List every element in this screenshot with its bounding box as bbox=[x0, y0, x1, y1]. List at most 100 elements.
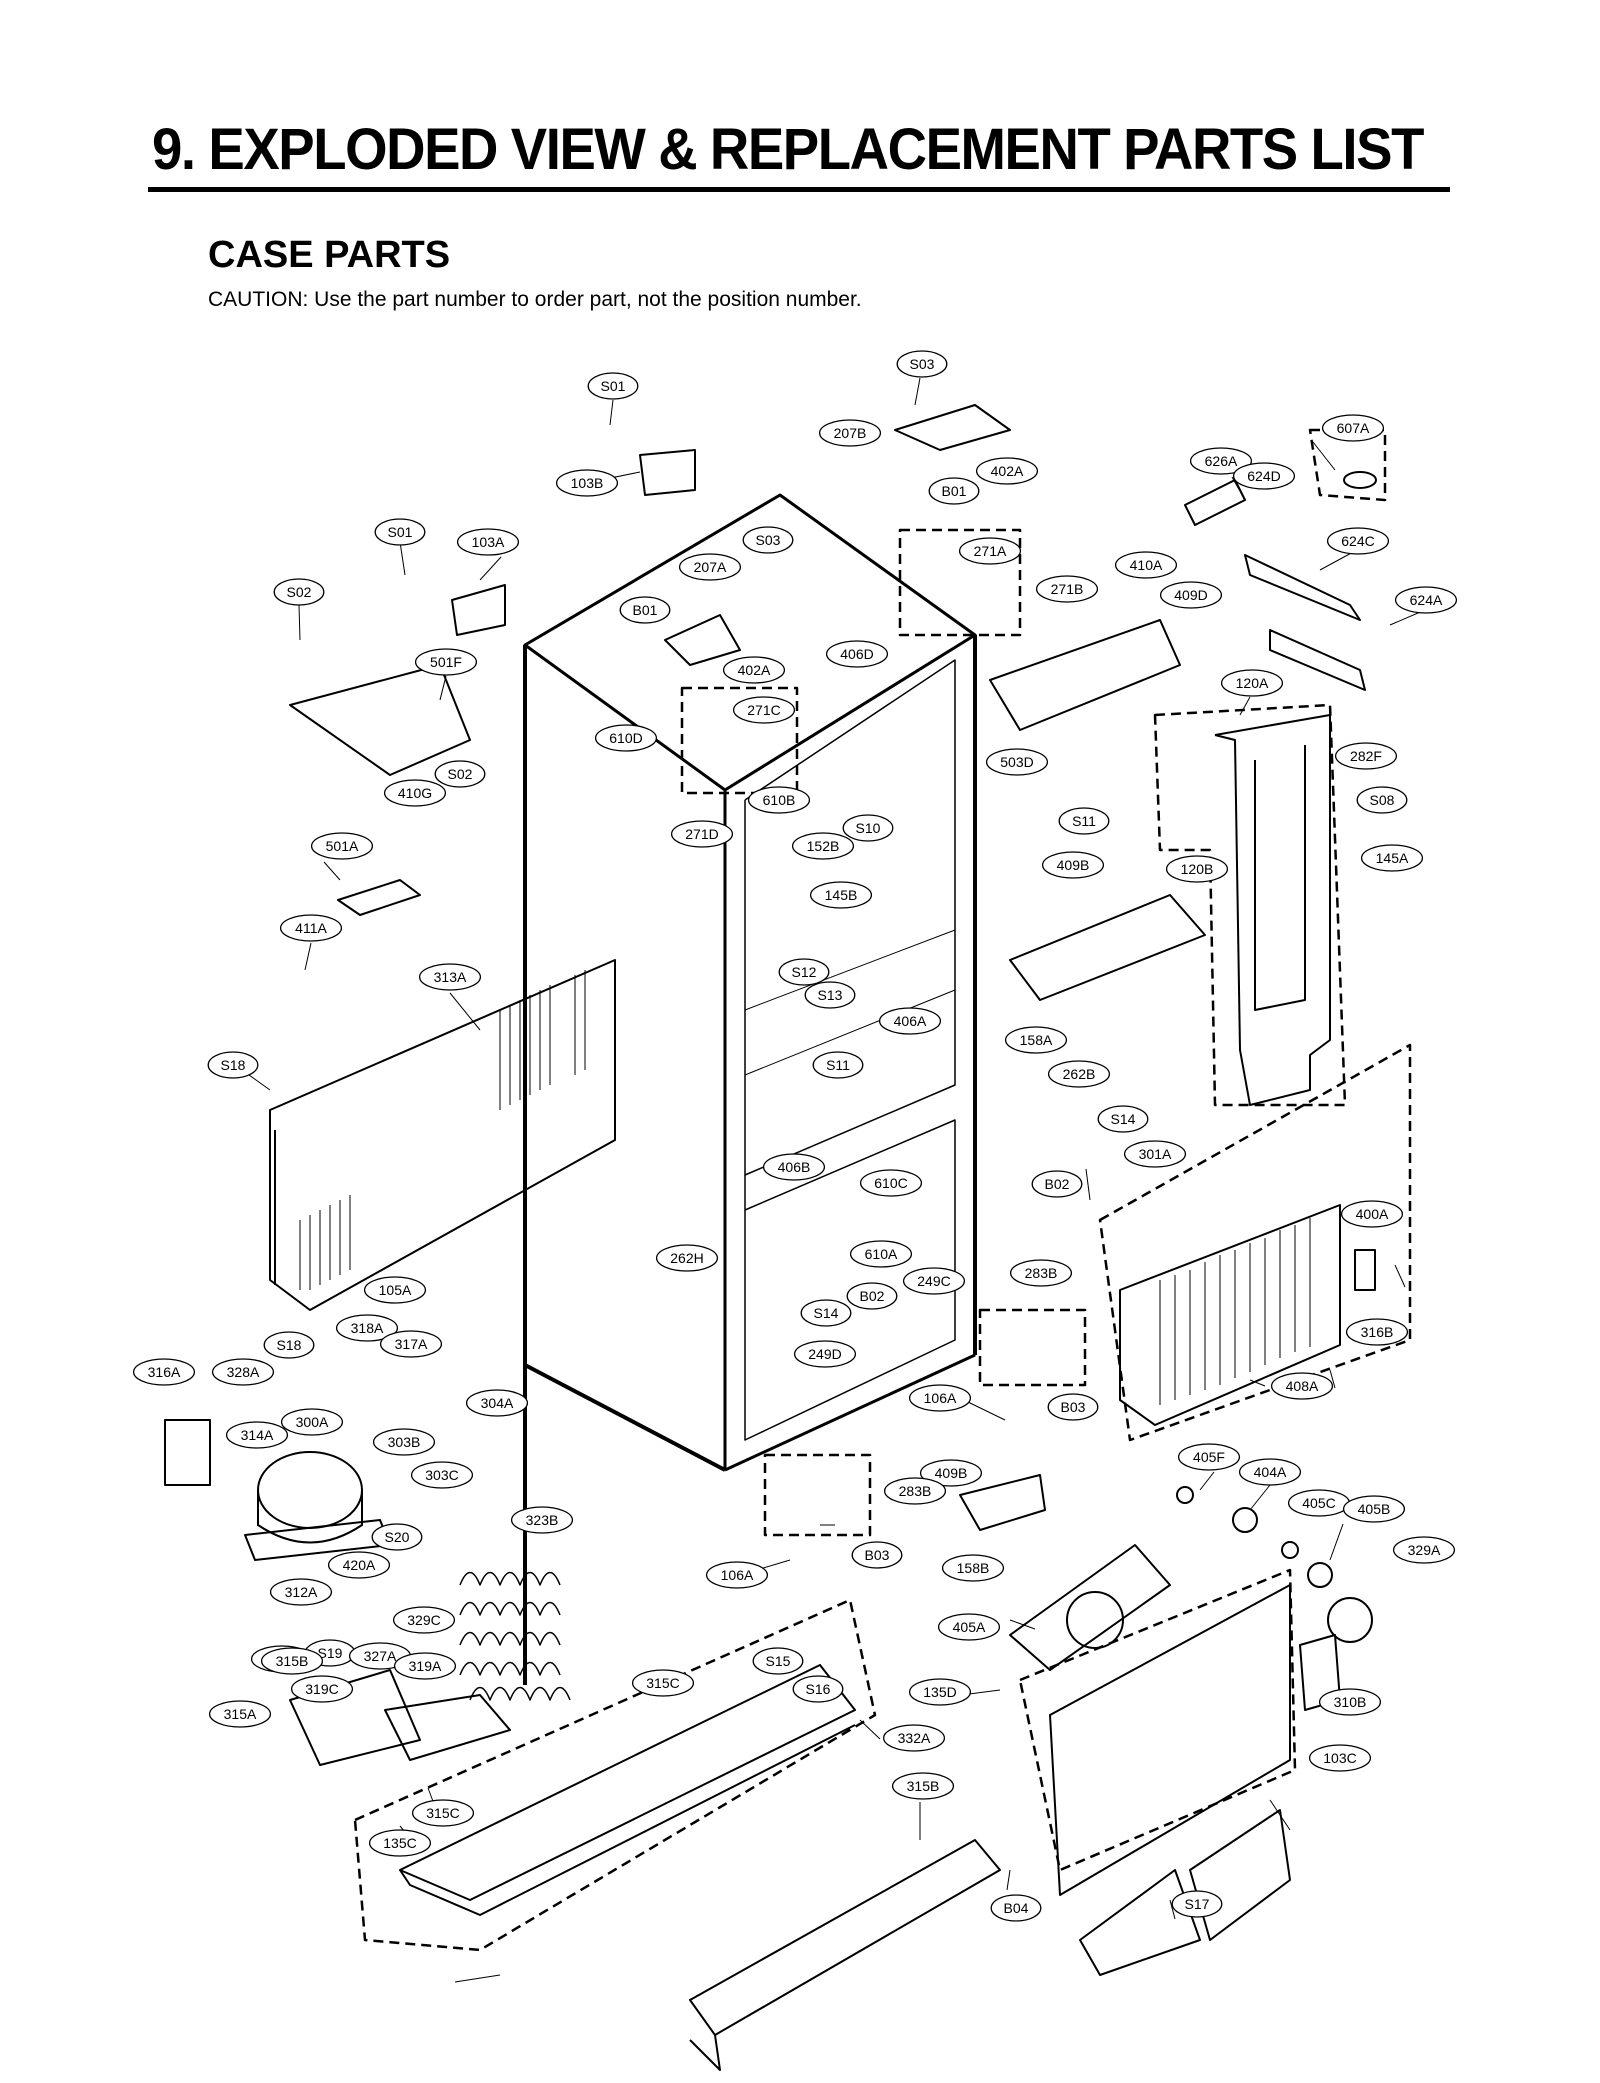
callout-bubble bbox=[631, 1669, 695, 1697]
part-207A bbox=[664, 614, 741, 666]
callout-bubble bbox=[1189, 447, 1253, 475]
callout-405a: 405A bbox=[937, 1613, 1001, 1641]
callout-label: B02 bbox=[860, 1288, 885, 1304]
callout-610d: 610D bbox=[594, 724, 658, 752]
callout-bubble bbox=[1270, 1372, 1334, 1400]
callout-158a: 158A bbox=[1004, 1026, 1068, 1054]
page-title: 9. EXPLODED VIEW & REPLACEMENT PARTS LIS… bbox=[152, 117, 1424, 182]
callout-300a: 300A bbox=[280, 1408, 344, 1436]
callout-bubble bbox=[742, 526, 794, 554]
callout-bubble bbox=[280, 1408, 344, 1436]
callout-152b: 152B bbox=[791, 832, 855, 860]
callout-label: 283B bbox=[899, 1483, 932, 1499]
callout-label: S17 bbox=[1185, 1896, 1210, 1912]
callout-bubble bbox=[958, 537, 1022, 565]
callout-bubble bbox=[414, 648, 478, 676]
callout-315a: 315A bbox=[208, 1700, 272, 1728]
callout-label: 405A bbox=[953, 1619, 986, 1635]
callout-label: S02 bbox=[287, 584, 312, 600]
callout-label: 207B bbox=[834, 425, 867, 441]
callout-label: 135C bbox=[383, 1835, 416, 1851]
callout-271b: 271B bbox=[1035, 575, 1099, 603]
callout-bubble bbox=[374, 518, 426, 546]
callout-315b: 315B bbox=[891, 1772, 955, 1800]
callout-bubble bbox=[809, 881, 873, 909]
callout-303b: 303B bbox=[372, 1428, 436, 1456]
callout-s12: S12 bbox=[778, 958, 830, 986]
callout-label: 262B bbox=[1063, 1066, 1096, 1082]
callout-label: 316B bbox=[1361, 1324, 1394, 1340]
callout-bubble bbox=[1321, 414, 1385, 442]
callout-bubble bbox=[434, 760, 486, 788]
callout-409d: 409D bbox=[1159, 581, 1223, 609]
callout-bubble bbox=[1171, 1890, 1223, 1918]
callout-label: 410G bbox=[398, 785, 432, 801]
callout-label: 262H bbox=[670, 1250, 703, 1266]
part-319A bbox=[384, 1694, 511, 1761]
callout-106a: 106A bbox=[705, 1561, 769, 1589]
callout-s14: S14 bbox=[800, 1299, 852, 1327]
callout-bubble bbox=[372, 1428, 436, 1456]
callout-bubble bbox=[778, 958, 830, 986]
callout-bubble bbox=[310, 832, 374, 860]
callout-bubble bbox=[335, 1314, 399, 1342]
callout-label: 610D bbox=[609, 730, 642, 746]
callout-bubble bbox=[208, 1700, 272, 1728]
callout-label: 402A bbox=[991, 463, 1024, 479]
callout-s01: S01 bbox=[587, 372, 639, 400]
callout-label: 410A bbox=[1130, 557, 1163, 573]
callout-bubble bbox=[1041, 851, 1105, 879]
callout-bubble bbox=[792, 1675, 844, 1703]
callout-bubble bbox=[851, 1541, 903, 1569]
callout-bubble bbox=[207, 1051, 259, 1079]
callout-315b: 315B bbox=[260, 1647, 324, 1675]
callout-label: 319A bbox=[409, 1658, 442, 1674]
callout-label: 405B bbox=[1358, 1501, 1391, 1517]
callout-313a: 313A bbox=[418, 963, 482, 991]
callout-bubble bbox=[269, 1578, 333, 1606]
callout-label: 105A bbox=[379, 1282, 412, 1298]
callout-label: 158B bbox=[957, 1560, 990, 1576]
callout-label: 300A bbox=[296, 1414, 329, 1430]
callout-label: 409B bbox=[935, 1465, 968, 1481]
callout-249c: 249C bbox=[902, 1267, 966, 1295]
callout-409b: 409B bbox=[919, 1459, 983, 1487]
callout-label: S11 bbox=[1072, 813, 1096, 829]
callout-s14: S14 bbox=[1097, 1105, 1149, 1133]
title-divider bbox=[148, 187, 1450, 192]
callout-310b: 310B bbox=[1318, 1688, 1382, 1716]
callout-bubble bbox=[678, 553, 742, 581]
callout-label: 106A bbox=[721, 1567, 754, 1583]
callout-319c: 319C bbox=[290, 1675, 354, 1703]
callout-label: 249D bbox=[808, 1346, 841, 1362]
callout-bubble bbox=[908, 1678, 972, 1706]
callout-bubble bbox=[368, 1829, 432, 1857]
callout-label: S03 bbox=[756, 532, 781, 548]
callout-bubble bbox=[990, 1894, 1042, 1922]
callout-207b: 207B bbox=[818, 419, 882, 447]
callout-bubble bbox=[878, 1007, 942, 1035]
callout-label: 406A bbox=[894, 1013, 927, 1029]
callout-label: 103B bbox=[571, 475, 604, 491]
callout-bubble bbox=[908, 1384, 972, 1412]
callout-bubble bbox=[1394, 586, 1458, 614]
callout-624c: 624C bbox=[1326, 527, 1390, 555]
callout-s17: S17 bbox=[1171, 1890, 1223, 1918]
callout-label: 315C bbox=[426, 1805, 459, 1821]
callout-bubble bbox=[670, 820, 734, 848]
callout-label: 310B bbox=[1334, 1694, 1367, 1710]
callout-bubble bbox=[371, 1523, 423, 1551]
callout-bubble bbox=[849, 1240, 913, 1268]
callout-label: 315C bbox=[646, 1675, 679, 1691]
callout-bubble bbox=[410, 1461, 474, 1489]
callout-400a: 400A bbox=[1340, 1200, 1404, 1228]
callout-316b: 316B bbox=[1345, 1318, 1409, 1346]
callout-bubble bbox=[587, 372, 639, 400]
callout-332a: 332A bbox=[882, 1724, 946, 1752]
callout-bubble bbox=[619, 596, 671, 624]
rear-cover-313A bbox=[269, 959, 616, 1311]
callout-bubble bbox=[919, 1459, 983, 1487]
callout-314a: 314A bbox=[225, 1421, 289, 1449]
callout-405b: 405B bbox=[1342, 1495, 1406, 1523]
callout-label: 135D bbox=[923, 1684, 956, 1700]
